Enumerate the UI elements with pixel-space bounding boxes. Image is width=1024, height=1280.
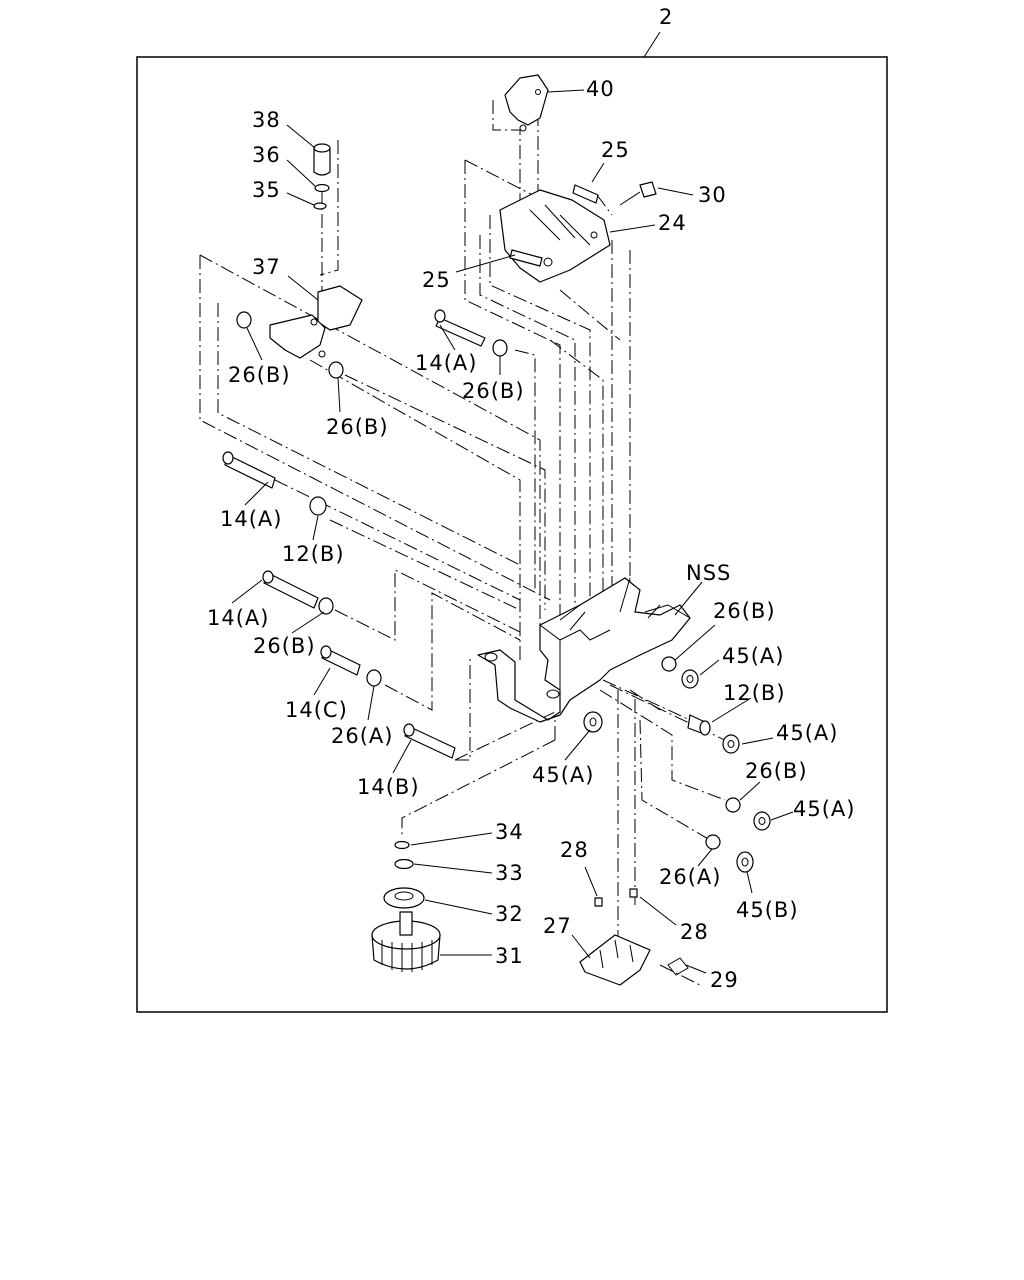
label-part-45a-2: 45(A): [776, 721, 838, 745]
label-part-25-upper: 25: [601, 138, 630, 162]
label-assembly-2: 2: [659, 5, 673, 29]
label-part-26b-5: 26(B): [713, 599, 776, 623]
part-14a-pin-lower: [262, 570, 319, 609]
part-25-pin-upper: [572, 184, 599, 204]
label-part-45a-1: 45(A): [722, 644, 784, 668]
part-37-lever-bracket: [269, 285, 363, 359]
part-14c-pin: [320, 645, 361, 676]
part-32-seal: [383, 887, 425, 909]
part-45a-washer-2: [681, 669, 699, 689]
label-part-28-right: 28: [680, 920, 709, 944]
part-29-clip: [667, 957, 689, 976]
part-27-latch-base: [579, 934, 651, 986]
label-part-26b-1: 26(B): [228, 363, 291, 387]
label-part-32: 32: [495, 902, 524, 926]
part-28-spring-pin-2: [629, 888, 638, 898]
part-30-bolt: [619, 181, 657, 206]
part-12b-bushing-2: [687, 714, 711, 736]
part-45b-washer: [736, 851, 754, 873]
label-part-35: 35: [252, 178, 281, 202]
label-part-37: 37: [252, 255, 281, 279]
label-nss: NSS: [686, 561, 731, 585]
part-26b-bushing-4: [318, 597, 334, 615]
nss-bracket: [644, 604, 691, 619]
part-26a-bushing-1: [366, 669, 382, 687]
label-part-36: 36: [252, 143, 281, 167]
part-45a-washer-3: [722, 734, 740, 754]
part-26b-bushing-3: [328, 361, 344, 379]
label-part-14c: 14(C): [285, 698, 348, 722]
label-part-14a-1: 14(A): [415, 351, 477, 375]
part-36-o-ring: [314, 183, 330, 193]
label-part-38: 38: [252, 108, 281, 132]
part-26b-bushing-1: [236, 311, 252, 329]
label-part-45a-3: 45(A): [532, 763, 594, 787]
part-35-washer: [313, 202, 327, 210]
part-26b-bushing-2: [492, 339, 508, 357]
label-part-31: 31: [495, 944, 524, 968]
label-part-34: 34: [495, 820, 524, 844]
label-part-25-lower: 25: [422, 268, 451, 292]
label-part-26b-4: 26(B): [253, 634, 316, 658]
part-28-spring-pin-1: [594, 897, 603, 907]
part-24-hinge-plate: [499, 189, 611, 283]
label-part-27: 27: [543, 914, 572, 938]
label-part-29: 29: [710, 968, 739, 992]
label-part-28-left: 28: [560, 838, 589, 862]
part-14b-pin: [403, 723, 456, 759]
label-part-26b-3: 26(B): [326, 415, 389, 439]
label-part-14b: 14(B): [357, 775, 420, 799]
part-26b-bushing-6: [725, 797, 741, 813]
label-part-26b-2: 26(B): [462, 379, 525, 403]
label-part-40: 40: [586, 77, 615, 101]
label-part-33: 33: [495, 861, 524, 885]
part-26a-bushing-2: [705, 834, 721, 850]
label-part-26a-1: 26(A): [331, 724, 393, 748]
part-25-pin-lower: [509, 249, 543, 267]
main-bracket-assembly: [477, 577, 691, 723]
label-part-26a-2: 26(A): [659, 865, 721, 889]
diagram-frame: [136, 56, 888, 1013]
part-31-knob: [371, 911, 441, 972]
label-part-12b-2: 12(B): [723, 681, 786, 705]
leader-lines: [231, 31, 794, 974]
part-14a-pin-left: [222, 451, 276, 489]
part-45a-washer-4: [753, 811, 771, 831]
label-part-14a-2: 14(A): [220, 507, 282, 531]
label-part-30: 30: [698, 183, 727, 207]
label-part-45b: 45(B): [736, 898, 799, 922]
label-part-24: 24: [658, 211, 687, 235]
part-34-washer: [394, 840, 410, 850]
label-part-12b-1: 12(B): [282, 542, 345, 566]
part-33-washer: [394, 858, 414, 870]
part-38-sleeve: [313, 143, 331, 176]
part-40-bracket: [504, 74, 549, 132]
part-14a-pin-upper: [434, 309, 486, 347]
label-part-45a-4: 45(A): [793, 797, 855, 821]
alignment-lines: [199, 100, 736, 986]
part-12b-bushing-1: [309, 496, 327, 516]
part-26b-bushing-5: [661, 656, 677, 672]
part-45a-washer-1: [583, 711, 603, 733]
label-part-26b-6: 26(B): [745, 759, 808, 783]
label-part-14a-3: 14(A): [207, 606, 269, 630]
